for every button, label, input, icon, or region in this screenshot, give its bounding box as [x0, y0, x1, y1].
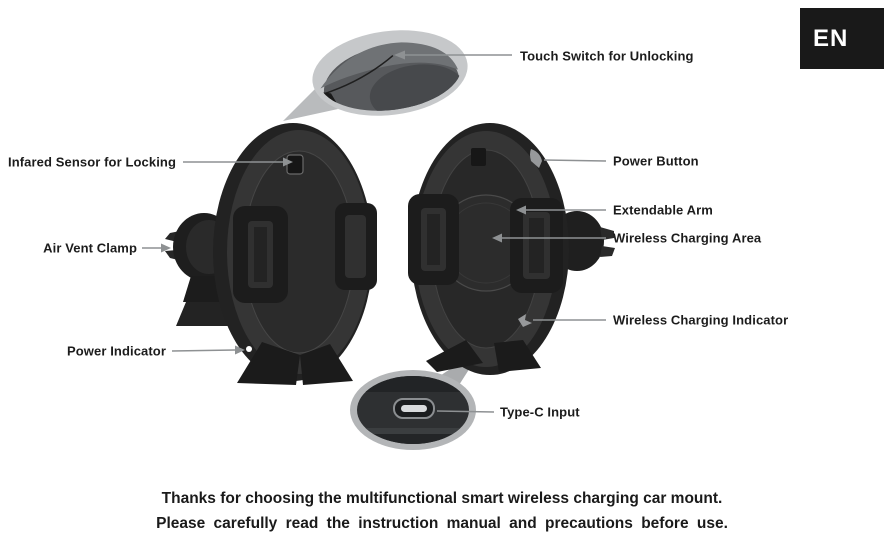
left-device-foot — [300, 344, 353, 385]
language-badge-text: EN — [813, 24, 849, 52]
callout-label-power-button: Power Button — [613, 153, 699, 169]
callout-label-touch-switch: Touch Switch for Unlocking — [520, 48, 694, 64]
footer-line-1: Thanks for choosing the multifunctional … — [161, 490, 723, 507]
right-device-foot — [426, 340, 483, 372]
footer-note: Thanks for choosing the multifunctional … — [42, 486, 842, 536]
power-button-mark — [530, 149, 542, 168]
arrowhead-infared-sensor — [283, 157, 293, 167]
callout-label-wireless-area: Wireless Charging Area — [613, 230, 762, 246]
callout-label-air-vent-clamp: Air Vent Clamp — [43, 240, 137, 256]
power-indicator-led — [246, 346, 252, 352]
left-device-illustration — [165, 123, 377, 385]
touch-switch-magnifier — [312, 30, 468, 119]
callout-label-infared-sensor: Infared Sensor for Locking — [7, 154, 176, 170]
right-device-illustration — [408, 123, 615, 375]
language-badge: EN — [800, 8, 884, 69]
left-device-foot — [237, 342, 300, 385]
arrowhead-air-vent-clamp — [161, 243, 171, 253]
leader-power-indicator — [171, 349, 236, 352]
arrowhead-wireless-area — [492, 233, 502, 243]
leader-lines — [142, 54, 607, 413]
callout-label-power-indicator: Power Indicator — [66, 343, 166, 359]
right-device-foot — [494, 340, 541, 372]
type-c-magnifier — [350, 370, 476, 450]
leader-power-button — [543, 159, 607, 162]
leader-arrowheads — [161, 50, 526, 355]
wireless-charging-indicator-mark — [518, 314, 532, 327]
callout-label-wireless-indicator: Wireless Charging Indicator — [613, 312, 789, 328]
arrowhead-power-indicator — [235, 345, 245, 355]
sensor-window-front — [471, 148, 486, 166]
callout-label-type-c-input: Type-C Input — [500, 404, 580, 420]
footer-line-2: Please carefully read the instruction ma… — [156, 515, 728, 532]
arrowhead-touch-switch — [394, 50, 405, 60]
leader-type-c — [436, 410, 495, 413]
top-magnifier-wedge — [283, 89, 338, 121]
infared-sensor-window — [286, 154, 304, 175]
arrowhead-extendable-arm — [516, 205, 526, 215]
callout-label-extendable-arm: Extendable Arm — [613, 202, 713, 218]
